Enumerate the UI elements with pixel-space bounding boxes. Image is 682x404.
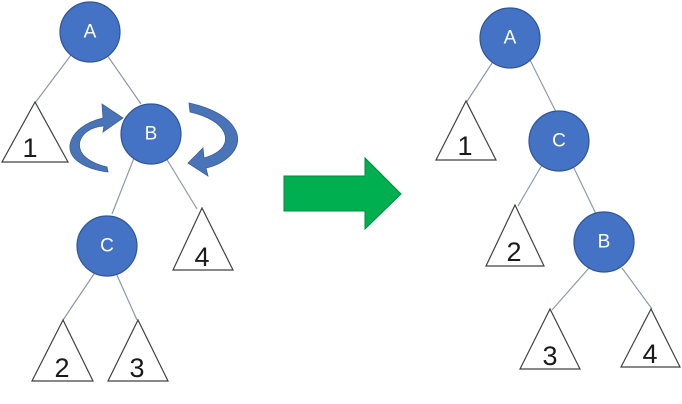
- subtree-2: 2: [31, 318, 94, 383]
- node-label: B: [145, 124, 158, 145]
- subtree-label: 1: [457, 131, 472, 161]
- edge-b-t4: [165, 157, 198, 210]
- edge-a-c: [529, 59, 557, 113]
- edge-c-b: [572, 165, 597, 215]
- subtree-label: 4: [642, 339, 657, 369]
- node-label: A: [504, 28, 517, 49]
- edge-c-t2: [62, 270, 97, 321]
- node-a: A: [59, 1, 121, 63]
- transition-arrow: [283, 156, 402, 231]
- subtree-3: 3: [107, 318, 169, 383]
- subtree-label: 3: [542, 341, 557, 371]
- rotation-arrow-left-icon: [69, 103, 124, 173]
- subtree-3: 3: [519, 307, 581, 371]
- rotation-arrow-right-icon: [187, 102, 238, 177]
- subtree-label: 2: [54, 353, 69, 383]
- subtree-1: 1: [435, 99, 497, 161]
- edge-a-b: [106, 54, 142, 105]
- node-b: B: [573, 211, 635, 273]
- node-label: B: [598, 232, 611, 253]
- subtree-label: 2: [506, 237, 521, 267]
- right-arrow-icon: [283, 156, 402, 231]
- subtree-1: 1: [0, 100, 70, 163]
- edge-b-t3: [551, 267, 590, 311]
- subtree-label: 1: [22, 133, 37, 163]
- edge-c-t2: [517, 164, 543, 207]
- subtree-2: 2: [485, 203, 545, 267]
- node-label: A: [84, 22, 97, 43]
- edge-c-t3: [115, 272, 138, 321]
- node-label: C: [100, 236, 114, 257]
- node-a: A: [479, 7, 541, 69]
- edge-a-t1: [34, 54, 72, 104]
- subtree-4: 4: [172, 206, 234, 272]
- edge-b-t4: [621, 267, 653, 310]
- rotation-arrows-icon: [69, 102, 238, 177]
- tree-after: A C B 1 2 3 4: [435, 7, 681, 371]
- edge-a-t1: [465, 59, 495, 104]
- subtree-label: 4: [194, 242, 209, 272]
- tree-before: A B C 1 4 2 3: [0, 1, 238, 383]
- node-label: C: [552, 131, 566, 152]
- node-c: C: [528, 110, 590, 172]
- subtree-4: 4: [620, 307, 681, 369]
- edge-b-c: [111, 157, 135, 215]
- node-c: C: [76, 215, 138, 277]
- subtree-label: 3: [129, 353, 144, 383]
- node-b: B: [120, 103, 182, 165]
